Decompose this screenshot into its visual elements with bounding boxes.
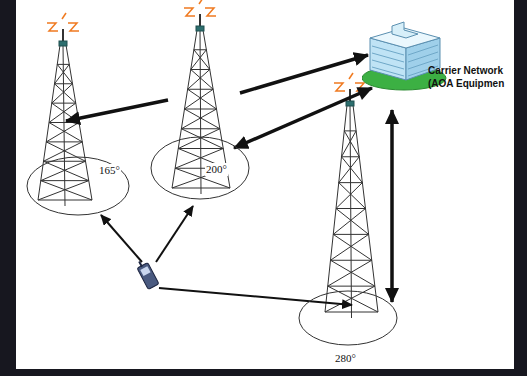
network-link-arrow xyxy=(234,88,372,148)
building-label: Carrier Network (AOA Equipmen xyxy=(428,64,510,90)
angle-label: 165° xyxy=(98,164,121,177)
building-icon xyxy=(362,18,512,108)
network-link-arrow xyxy=(66,100,168,121)
radio-waves xyxy=(47,13,79,31)
network-link-arrow xyxy=(240,55,368,93)
signal-arrow xyxy=(156,206,193,262)
white-panel xyxy=(16,0,514,369)
angle-label: 200° xyxy=(205,163,228,176)
network-link-arrow xyxy=(390,110,394,302)
cell-coverage-ellipse: 200° xyxy=(150,136,250,200)
cell-coverage-ellipse: 280° xyxy=(298,290,398,346)
ellipse-outline xyxy=(298,290,398,346)
mobile-phone xyxy=(135,258,159,289)
carrier-network-building: Carrier Network (AOA Equipmen xyxy=(362,18,512,108)
signal-arrow xyxy=(159,288,352,305)
tower xyxy=(172,14,230,194)
cell-coverage-ellipse: 165° xyxy=(26,156,130,216)
ellipse-outline xyxy=(150,136,250,200)
tower xyxy=(325,89,378,318)
cell-towers xyxy=(38,0,378,318)
radio-waves xyxy=(184,0,216,16)
radio-waves xyxy=(334,73,366,91)
signal-arrow xyxy=(101,215,142,262)
angle-label: 280° xyxy=(334,352,357,365)
